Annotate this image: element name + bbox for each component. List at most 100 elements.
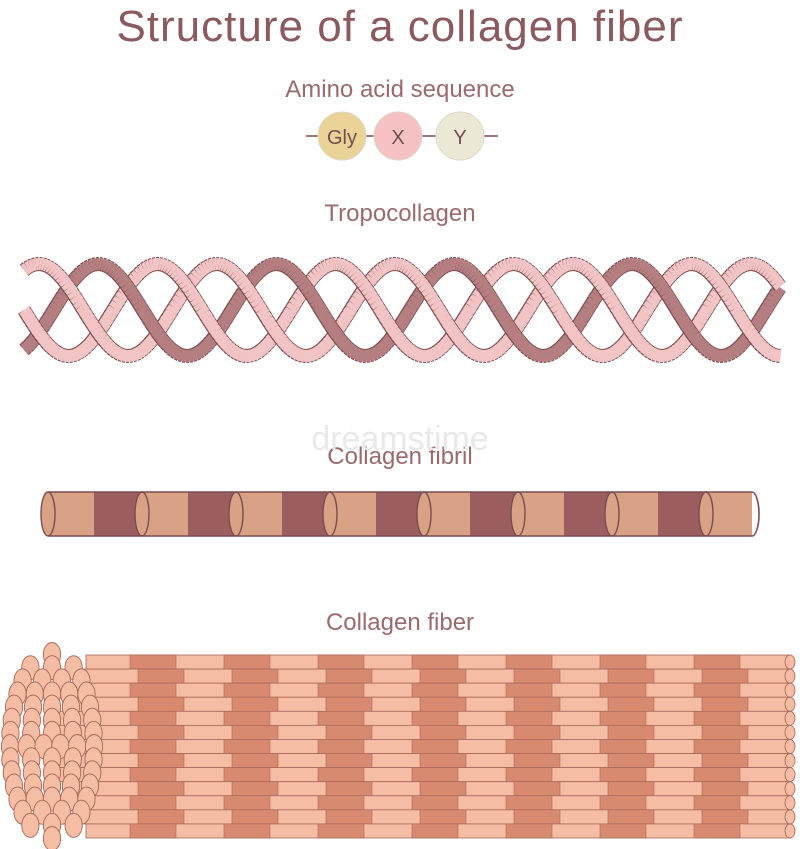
helix-segment-fill bbox=[196, 304, 210, 317]
helix-segment-fill bbox=[122, 349, 128, 362]
helix-segment-fill bbox=[721, 290, 735, 303]
helix-segment-fill bbox=[40, 258, 47, 271]
helix-segment-fill bbox=[490, 300, 504, 313]
helix-segment-fill bbox=[427, 348, 435, 362]
fiber-dark-band bbox=[129, 795, 177, 811]
helix-segment-fill bbox=[134, 266, 146, 280]
helix-segment-fill bbox=[224, 341, 236, 355]
fiber-dark-band bbox=[693, 739, 741, 754]
helix-segment-fill bbox=[671, 343, 682, 357]
helix-segment-fill bbox=[46, 305, 60, 318]
helix-segment-fill bbox=[538, 282, 552, 295]
helix-segment-fill bbox=[380, 338, 392, 351]
helix-segment-fill bbox=[112, 295, 126, 308]
helix-segment-fill bbox=[669, 345, 679, 359]
fiber-fibril-cross-section bbox=[64, 812, 83, 838]
fiber-dark-band bbox=[137, 809, 185, 825]
helix-segment-fill bbox=[106, 304, 120, 317]
helix-segment-fill bbox=[91, 326, 105, 339]
helix-segment-fill bbox=[325, 321, 339, 334]
helix-segment-fill bbox=[598, 283, 612, 296]
helix-segment-fill bbox=[614, 341, 626, 355]
helix-segment-fill bbox=[320, 339, 332, 352]
fiber-dark-band bbox=[137, 696, 185, 712]
helix-segment-fill bbox=[691, 334, 704, 347]
helix-segment-fill bbox=[44, 339, 56, 353]
helix-segment-fill bbox=[115, 272, 128, 285]
fiber-dark-band bbox=[607, 696, 655, 712]
amino-acid-label: Y bbox=[453, 127, 466, 149]
helix-segment-fill bbox=[25, 336, 38, 349]
helix-segment-fill bbox=[292, 291, 306, 304]
helix-segment-fill bbox=[40, 315, 54, 328]
fiber-dark-band bbox=[701, 668, 749, 684]
helix-segment-fill bbox=[254, 344, 265, 358]
helix-segment-fill bbox=[519, 260, 529, 274]
helix-segment-fill bbox=[646, 295, 660, 308]
fiber-strand-end bbox=[784, 739, 796, 754]
helix-segment-fill bbox=[195, 345, 205, 358]
helix-segment-fill bbox=[675, 261, 685, 275]
fiber-dark-band bbox=[129, 654, 177, 670]
fiber-dark-band bbox=[513, 668, 561, 684]
helix-segment-fill bbox=[412, 289, 426, 302]
helix-segment-fill bbox=[337, 258, 344, 272]
helix-segment-fill bbox=[458, 338, 470, 351]
helix-segment-fill bbox=[529, 292, 543, 305]
helix-segment-fill bbox=[391, 330, 405, 343]
helix-segment-fill bbox=[137, 264, 148, 277]
helix-segment-fill bbox=[277, 316, 291, 329]
fiber-row bbox=[62, 781, 796, 797]
helix-segment-fill bbox=[772, 278, 786, 291]
helix-segment-fill bbox=[735, 261, 745, 274]
helix-segment-fill bbox=[404, 263, 415, 277]
helix-segment-fill bbox=[145, 334, 158, 347]
helix-segment-fill bbox=[488, 268, 500, 282]
helix-segment-fill bbox=[340, 310, 354, 323]
fibril-band-edge bbox=[604, 491, 620, 537]
helix-segment-fill bbox=[292, 271, 305, 284]
helix-segment-fill bbox=[634, 337, 647, 350]
helix-segment-fill bbox=[72, 347, 81, 361]
helix-segment-fill bbox=[148, 322, 162, 335]
helix-segment-fill bbox=[385, 322, 399, 335]
helix-segment-fill bbox=[20, 342, 32, 355]
fiber-dark-band bbox=[693, 682, 741, 698]
fiber-row bbox=[51, 739, 796, 754]
helix-segment-fill bbox=[565, 325, 579, 338]
helix-segment-fill bbox=[424, 289, 438, 302]
helix-segment-fill bbox=[434, 263, 445, 277]
fibril-band-edge bbox=[322, 491, 338, 537]
fiber-row bbox=[85, 654, 796, 670]
helix-segment-fill bbox=[766, 270, 779, 283]
helix-segment-fill bbox=[434, 343, 445, 356]
helix-segment-fill bbox=[559, 316, 573, 329]
helix-segment-fill bbox=[508, 328, 522, 341]
helix-segment-fill bbox=[700, 303, 714, 316]
helix-segment-fill bbox=[251, 268, 263, 281]
helix-segment-fill bbox=[421, 285, 435, 298]
helix-segment-fill bbox=[358, 280, 372, 293]
helix-segment-fill bbox=[190, 295, 204, 308]
helix-segment-fill bbox=[712, 277, 726, 290]
fiber-dark-band bbox=[693, 767, 741, 782]
helix-segment-fill bbox=[187, 272, 200, 285]
helix-segment-fill bbox=[581, 263, 592, 276]
helix-segment-fill bbox=[484, 272, 497, 285]
helix-segment-fill bbox=[606, 347, 615, 361]
helix-segment-fill bbox=[652, 276, 666, 289]
fiber-dark-band bbox=[317, 654, 365, 670]
helix-segment-fill bbox=[53, 268, 65, 281]
helix-segment-fill bbox=[524, 344, 535, 357]
helix-segment-fill bbox=[355, 348, 363, 361]
helix-segment-fill bbox=[268, 258, 275, 271]
collagen-fibril-label: Collagen fibril bbox=[327, 443, 473, 470]
helix-segment-fill bbox=[535, 349, 542, 362]
helix-segment-fill bbox=[643, 299, 657, 312]
helix-segment-fill bbox=[75, 346, 85, 359]
helix-segment-fill bbox=[373, 303, 387, 316]
helix-segment-fill bbox=[76, 302, 90, 315]
helix-segment-fill bbox=[726, 347, 736, 360]
helix-segment-fill bbox=[551, 344, 562, 358]
helix-segment-fill bbox=[708, 347, 717, 361]
